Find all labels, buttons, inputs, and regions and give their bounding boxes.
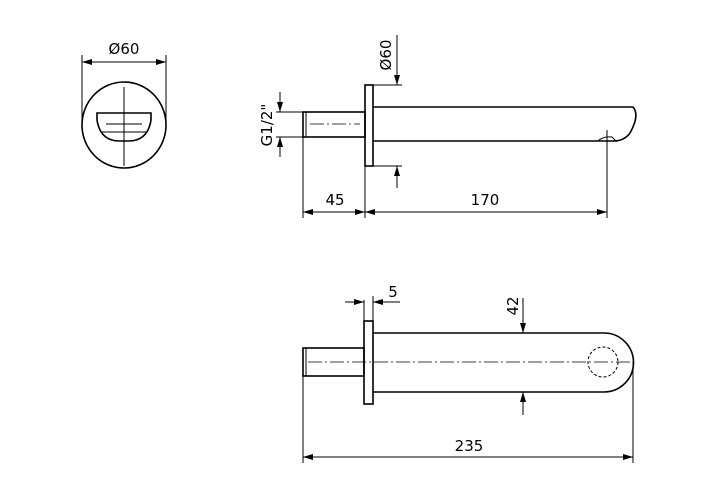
flange-outline bbox=[81, 81, 167, 169]
overall-length-label: 235 bbox=[455, 437, 484, 455]
spout-width-label: 42 bbox=[504, 296, 522, 315]
outlet-opening bbox=[96, 112, 152, 142]
flange-diameter-label: Ø60 bbox=[377, 40, 395, 71]
front-diameter-label: Ø60 bbox=[109, 40, 140, 58]
threaded-connector bbox=[302, 111, 366, 138]
thread-size-label: G1/2" bbox=[258, 104, 276, 147]
flange-thickness-label: 5 bbox=[388, 283, 398, 301]
spout-body-top bbox=[373, 332, 635, 393]
top-view: 5 42 235 bbox=[302, 283, 635, 463]
wall-flange-top bbox=[363, 320, 374, 405]
wall-flange bbox=[364, 84, 374, 167]
wall-depth-label: 45 bbox=[325, 191, 344, 209]
side-view: G1/2" Ø60 45 170 bbox=[258, 35, 637, 218]
projection-label: 170 bbox=[471, 191, 500, 209]
spout-body bbox=[373, 106, 637, 142]
front-view: Ø60 bbox=[81, 40, 167, 169]
